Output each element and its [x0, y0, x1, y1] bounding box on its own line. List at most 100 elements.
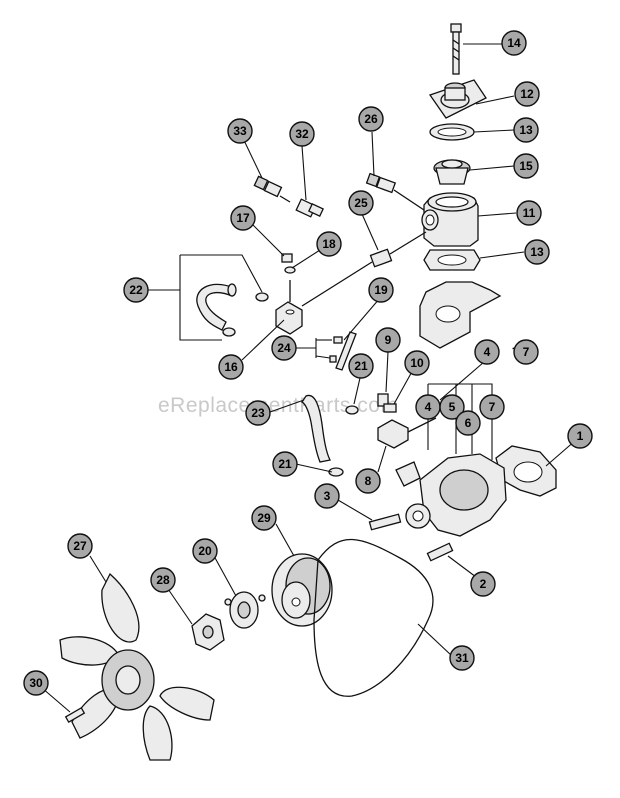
callout-23[interactable]: 23 — [245, 400, 271, 426]
callout-18[interactable]: 18 — [316, 231, 342, 257]
thermostat-housing-part — [421, 192, 479, 247]
callout-28[interactable]: 28 — [150, 567, 176, 593]
washer-part — [284, 266, 296, 274]
pump-bolt-part — [368, 513, 402, 531]
svg-text:22: 22 — [129, 283, 143, 297]
callout-22[interactable]: 22 — [123, 277, 149, 303]
callout-17[interactable]: 17 — [230, 205, 256, 231]
svg-text:27: 27 — [73, 539, 87, 553]
svg-text:12: 12 — [520, 87, 534, 101]
callout-6[interactable]: 6 — [455, 410, 481, 436]
callout-25[interactable]: 25 — [348, 190, 374, 216]
fan-spacer-part — [191, 613, 225, 651]
svg-text:32: 32 — [295, 127, 309, 141]
callout-30[interactable]: 30 — [23, 670, 49, 696]
water-pump-part — [395, 453, 507, 537]
svg-text:8: 8 — [365, 474, 372, 488]
thermostat-part — [433, 159, 471, 185]
leader-lines — [41, 43, 577, 713]
svg-text:29: 29 — [257, 511, 271, 525]
callout-8[interactable]: 8 — [355, 468, 381, 494]
svg-text:11: 11 — [523, 206, 536, 220]
callout-29[interactable]: 29 — [251, 505, 277, 531]
pump-bolt-lower-part — [426, 542, 454, 562]
svg-text:2: 2 — [480, 577, 487, 591]
callout-31[interactable]: 31 — [449, 645, 475, 671]
fan-pulley-part — [271, 553, 333, 627]
svg-text:33: 33 — [233, 124, 247, 138]
svg-text:13: 13 — [530, 245, 544, 259]
svg-text:7: 7 — [523, 345, 530, 359]
svg-text:1: 1 — [577, 429, 584, 443]
svg-text:7: 7 — [489, 400, 496, 414]
svg-text:24: 24 — [277, 341, 291, 355]
callout-5[interactable]: 5 — [439, 394, 465, 420]
callout-10[interactable]: 10 — [404, 350, 430, 376]
svg-text:3: 3 — [324, 489, 331, 503]
callout-3[interactable]: 3 — [314, 483, 340, 509]
sensor-part — [365, 172, 425, 211]
temperature-sensor-part — [253, 175, 291, 203]
callout-26[interactable]: 26 — [358, 106, 384, 132]
svg-text:23: 23 — [251, 406, 265, 420]
svg-text:31: 31 — [455, 651, 469, 665]
plug-part — [281, 253, 293, 263]
callout-13-bottom[interactable]: 13 — [524, 239, 550, 265]
cooling-fan-part — [59, 572, 215, 761]
svg-text:19: 19 — [374, 283, 388, 297]
svg-text:16: 16 — [224, 360, 238, 374]
svg-text:14: 14 — [507, 36, 521, 50]
callout-7-bottom[interactable]: 7 — [479, 394, 505, 420]
callout-24[interactable]: 24 — [271, 335, 297, 361]
callout-20[interactable]: 20 — [192, 538, 218, 564]
fitting-part — [369, 231, 427, 268]
svg-text:9: 9 — [385, 333, 392, 347]
callout-9[interactable]: 9 — [375, 327, 401, 353]
svg-text:30: 30 — [29, 676, 43, 690]
callout-4-top[interactable]: 4 — [474, 339, 500, 365]
svg-text:10: 10 — [410, 356, 424, 370]
svg-text:13: 13 — [519, 123, 533, 137]
callout-12[interactable]: 12 — [514, 81, 540, 107]
callout-16[interactable]: 16 — [218, 354, 244, 380]
svg-text:4: 4 — [425, 400, 432, 414]
svg-text:6: 6 — [465, 416, 472, 430]
callout-19[interactable]: 19 — [368, 277, 394, 303]
callout-32[interactable]: 32 — [289, 121, 315, 147]
tee-block-part — [275, 261, 373, 335]
callout-21-bottom[interactable]: 21 — [272, 451, 298, 477]
callout-2[interactable]: 2 — [470, 571, 496, 597]
svg-text:28: 28 — [156, 573, 170, 587]
svg-text:21: 21 — [278, 457, 292, 471]
svg-text:17: 17 — [236, 211, 250, 225]
callout-1[interactable]: 1 — [567, 423, 593, 449]
bolt-small-part — [333, 336, 343, 344]
callout-4-bottom[interactable]: 4 — [415, 394, 441, 420]
water-hose-part — [301, 393, 437, 477]
svg-text:4: 4 — [484, 345, 491, 359]
callout-13-top[interactable]: 13 — [513, 117, 539, 143]
svg-text:18: 18 — [322, 237, 336, 251]
svg-text:26: 26 — [364, 112, 378, 126]
callout-21-top[interactable]: 21 — [348, 353, 374, 379]
callout-7-top[interactable]: 7 — [513, 339, 539, 365]
bypass-hose-part — [196, 283, 269, 337]
svg-text:21: 21 — [354, 359, 368, 373]
bolt-part — [450, 23, 462, 75]
bracket-part — [335, 331, 357, 371]
callout-33[interactable]: 33 — [227, 118, 253, 144]
callout-11[interactable]: 11 — [516, 200, 542, 226]
fan-bolt-part — [64, 707, 86, 723]
callout-27[interactable]: 27 — [67, 533, 93, 559]
v-belt-part — [313, 538, 434, 697]
callout-15[interactable]: 15 — [513, 153, 539, 179]
fan-hub-part — [224, 591, 266, 629]
svg-text:5: 5 — [449, 400, 456, 414]
thermostat-cover-part — [428, 79, 487, 119]
svg-text:25: 25 — [354, 196, 368, 210]
callout-14[interactable]: 14 — [501, 30, 527, 56]
watermark-text: eReplacementParts.com — [158, 394, 398, 417]
svg-text:20: 20 — [198, 544, 212, 558]
svg-text:15: 15 — [519, 159, 533, 173]
